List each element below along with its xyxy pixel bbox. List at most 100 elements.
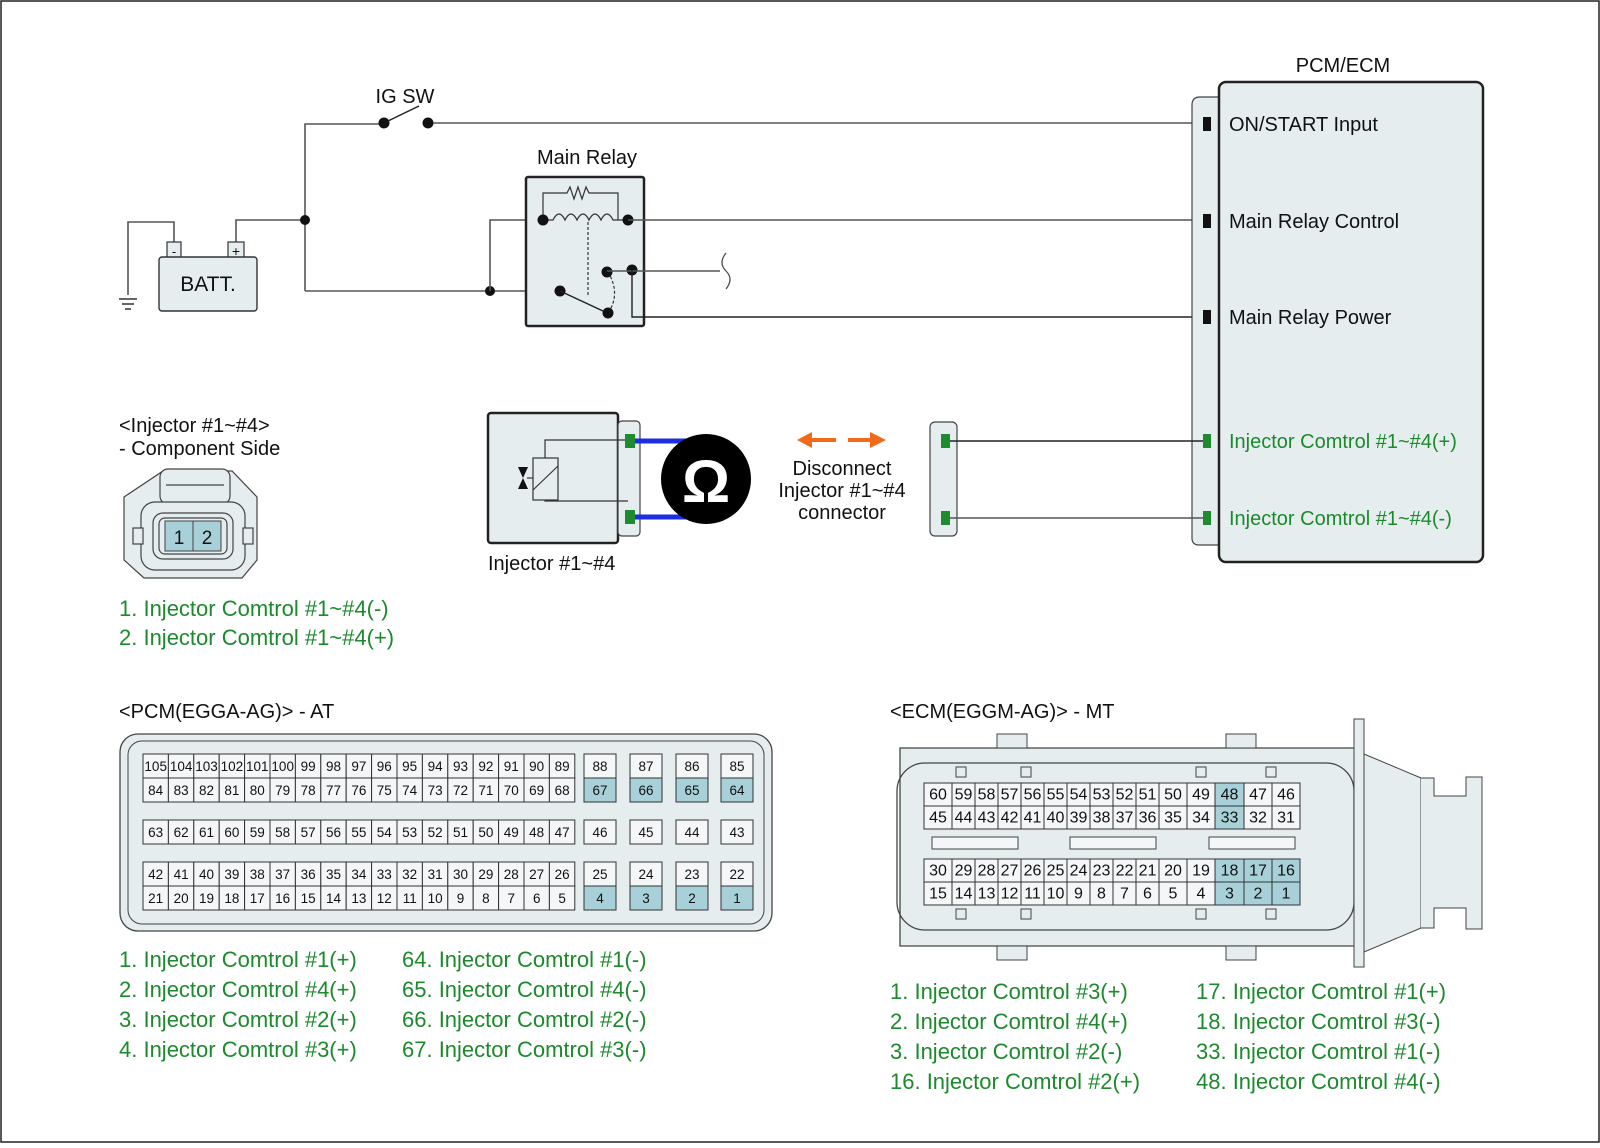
pin-function: 2. Injector Comtrol #1~#4(+) [119,625,394,650]
pin-number: 13 [351,891,366,906]
pin-number: 68 [555,783,570,798]
pin-64: 64 [720,777,754,803]
pin-cell [629,753,663,779]
battery-positive-sign: + [232,243,240,259]
pin-cell [345,819,373,845]
pin-54: 54 [1066,782,1091,807]
pin-number: 1 [174,528,185,549]
pin-number: 8 [482,891,490,906]
pin-number: 47 [1249,787,1267,804]
pin-cell [269,777,296,803]
pin-15: 15 [294,885,322,911]
injector-terminal-1 [625,434,635,448]
pin-1: 1 [1271,881,1301,906]
pin-number: 12 [377,891,392,906]
pin-13: 13 [974,881,999,906]
pin-number: 15 [929,886,947,903]
pin-46: 46 [1271,782,1301,807]
pin-34: 34 [1186,805,1216,830]
pin-56: 56 [320,819,347,845]
pin-cell [421,777,449,803]
ecm-key [1195,766,1207,778]
pin-number: 59 [250,825,265,840]
pin-number: 42 [1001,810,1019,827]
pin-number: 59 [955,787,973,804]
relay-coil-feed-wire [489,219,540,291]
pin-number: 24 [638,867,654,882]
pin-number: 25 [592,867,607,882]
pcm-connector-inner [127,740,765,925]
pin-9: 9 [1066,881,1091,906]
pin-81: 81 [218,777,246,803]
pin-66: 66 [629,777,663,803]
pin-48: 48 [1214,782,1245,807]
pin-cell [142,861,169,887]
module-pin-label: Main Relay Control [1229,211,1399,233]
module-terminal [1203,310,1211,324]
pin-78: 78 [294,777,322,803]
pin-number: 57 [301,825,316,840]
pin-function: 3. Injector Comtrol #2(+) [119,1007,357,1032]
pin-95: 95 [396,753,423,779]
pin-cell [548,753,576,779]
battery-label: BATT. [180,273,236,296]
ig-feed-wire [304,123,382,291]
pin-40: 40 [1043,805,1068,830]
pin-cell [583,861,617,887]
pin-94: 94 [421,753,449,779]
pin-number: 49 [504,825,519,840]
pin-79: 79 [269,777,296,803]
pin-cell [269,819,296,845]
pin-function: 2. Injector Comtrol #4(+) [890,1009,1128,1034]
pin-number: 54 [1070,787,1088,804]
pin-number: 27 [1001,863,1019,880]
pin-number: 3 [1225,886,1234,903]
pin-cell [396,885,423,911]
pin-number: 12 [1001,886,1019,903]
injector-connector-latch [159,468,231,505]
pin-number: 17 [250,891,265,906]
module-pin-label: Main Relay Power [1229,307,1392,329]
pin-cell [142,819,169,845]
pin-function: 1. Injector Comtrol #1~#4(-) [119,596,389,621]
pin-35: 35 [1158,805,1188,830]
pin-number: 39 [1070,810,1088,827]
pin-number: 38 [250,867,265,882]
pin-number: 53 [1093,787,1111,804]
pin-number: 34 [1192,810,1210,827]
pin-number: 19 [1192,863,1210,880]
pin-77: 77 [320,777,347,803]
pin-number: 90 [529,759,544,774]
pin-36: 36 [294,861,322,887]
pin-cell [269,753,296,779]
pin-7: 7 [498,885,525,911]
pin-10: 10 [421,885,449,911]
pin-43: 43 [720,819,754,845]
pin-function: 16. Injector Comtrol #2(+) [890,1069,1140,1094]
pin-cell [142,885,169,911]
pin-number: 75 [377,783,392,798]
pin-25: 25 [1043,858,1068,883]
pin-number: 76 [351,783,366,798]
pin-55: 55 [345,819,373,845]
module-terminal [1203,511,1211,525]
pin-cell [320,753,347,779]
pin-cell [345,753,373,779]
pin-number: 29 [955,863,973,880]
pin-cell [371,885,398,911]
pin-number: 58 [978,787,996,804]
pin-number: 65 [684,783,699,798]
pin-cell [583,819,617,845]
pin-55: 55 [1043,782,1068,807]
pin-number: 38 [1093,810,1111,827]
junction-node [300,215,310,225]
pin-89: 89 [548,753,576,779]
pin-cell [498,777,525,803]
disconnect-note-line: Injector #1~#4 [778,480,905,502]
pin-14: 14 [951,881,976,906]
pin-number: 48 [1221,787,1239,804]
pin-35: 35 [320,861,347,887]
pin-65: 65 [675,777,709,803]
pin-number: 35 [1164,810,1182,827]
